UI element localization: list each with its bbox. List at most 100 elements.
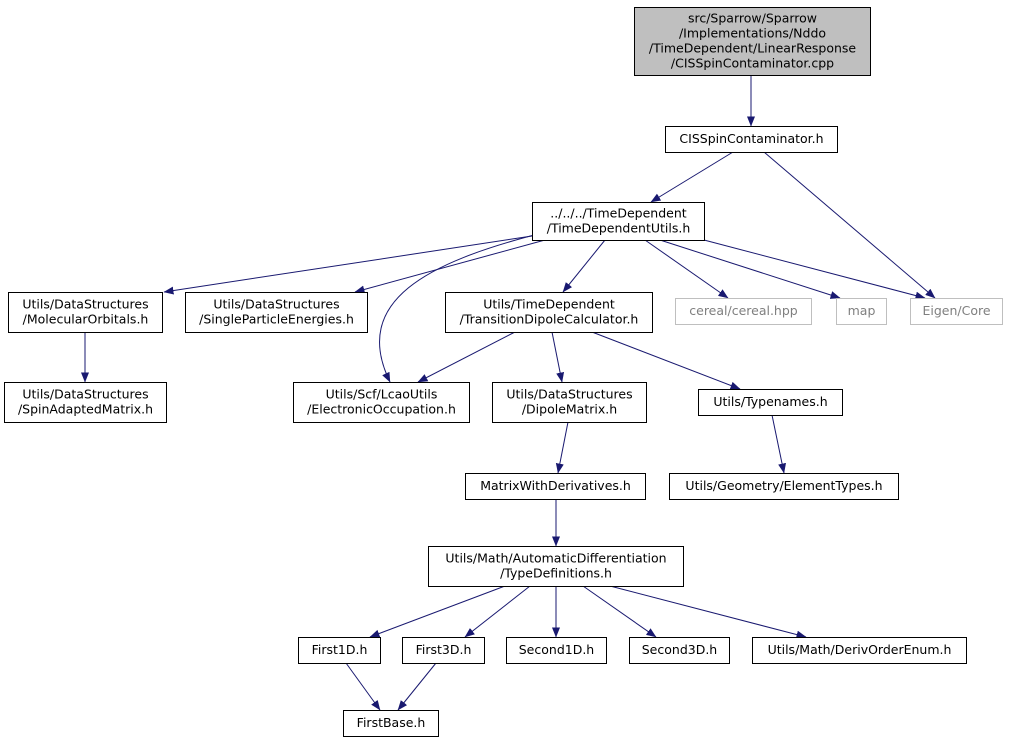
node-singlepart[interactable]: Utils/DataStructures/SingleParticleEnerg… (185, 292, 368, 333)
node-box (752, 637, 967, 664)
node-label-line: CISSpinContaminator.h (679, 131, 823, 146)
edge-tdcalc-to-dipole (551, 331, 565, 383)
node-box (185, 292, 368, 333)
node-label-line: Utils/Math/DerivOrderEnum.h (768, 642, 952, 657)
node-label-line: Utils/Scf/LcaoUtils (326, 387, 438, 402)
node-label-line: First3D.h (416, 642, 472, 657)
edge-first3d-to-firstbase (397, 662, 437, 711)
node-label-line: /MolecularOrbitals.h (23, 312, 149, 327)
node-label-line: Second1D.h (519, 642, 594, 657)
edge-typenames-to-elemtypes (771, 414, 786, 474)
node-box (629, 637, 730, 664)
node-box (4, 382, 167, 423)
node-box (293, 382, 470, 423)
node-label-line: Utils/Typenames.h (713, 394, 827, 409)
node-label-line: ../../../TimeDependent (550, 206, 686, 221)
node-first1d[interactable]: First1D.h (298, 637, 381, 664)
node-map[interactable]: map (836, 298, 887, 325)
node-box (445, 292, 653, 333)
node-elemtypes[interactable]: Utils/Geometry/ElementTypes.h (669, 473, 899, 500)
node-label-line: /CISSpinContaminator.cpp (671, 56, 834, 71)
node-cisspin[interactable]: CISSpinContaminator.h (665, 126, 838, 153)
node-first3d[interactable]: First3D.h (402, 637, 485, 664)
node-spinadapted[interactable]: Utils/DataStructures/SpinAdaptedMatrix.h (4, 382, 167, 423)
node-second1d[interactable]: Second1D.h (506, 637, 607, 664)
node-box (343, 710, 439, 737)
edge-typedefs-to-first3d (464, 585, 531, 638)
node-box (428, 546, 684, 587)
edge-tdutils-to-map (659, 239, 841, 299)
node-label-line: Utils/DataStructures (22, 387, 148, 402)
node-label-line: Eigen/Core (922, 303, 990, 318)
edge-first1d-to-firstbase (345, 662, 381, 711)
node-box (492, 382, 647, 423)
node-root[interactable]: src/Sparrow/Sparrow/Implementations/Nddo… (634, 7, 871, 76)
node-label-line: /TimeDependent/LinearResponse (649, 41, 857, 56)
node-box (634, 7, 871, 76)
edge-typedefs-to-derivorder (609, 585, 807, 639)
node-second3d[interactable]: Second3D.h (629, 637, 730, 664)
edge-cisspin-to-tdutils (650, 151, 734, 203)
node-molorb[interactable]: Utils/DataStructures/MolecularOrbitals.h (8, 292, 163, 333)
edge-cisspin-to-eigen (763, 151, 936, 299)
edge-dipole-to-mwd (555, 421, 569, 474)
node-label-line: MatrixWithDerivatives.h (480, 478, 631, 493)
node-cereal[interactable]: cereal/cereal.hpp (675, 298, 812, 325)
node-derivorder[interactable]: Utils/Math/DerivOrderEnum.h (752, 637, 967, 664)
node-firstbase[interactable]: FirstBase.h (343, 710, 439, 737)
node-label-line: /TimeDependentUtils.h (547, 221, 691, 236)
edge-tdutils-to-eigen (703, 239, 926, 300)
node-label-line: /SingleParticleEnergies.h (199, 312, 354, 327)
edge-typedefs-to-first1d (369, 585, 506, 638)
node-label-line: Utils/Geometry/ElementTypes.h (685, 478, 882, 493)
node-box (298, 637, 381, 664)
edge-tdutils-to-elecocc (379, 233, 539, 383)
node-box (669, 473, 899, 500)
node-label-line: src/Sparrow/Sparrow (688, 11, 817, 26)
node-label-line: Utils/DataStructures (22, 297, 148, 312)
node-box (675, 298, 812, 325)
node-label-line: map (848, 303, 876, 318)
node-box (465, 473, 646, 500)
edge-tdcalc-to-elecocc (417, 331, 516, 383)
edge-typedefs-to-second3d (582, 585, 657, 638)
edge-tdutils-to-singlepart (354, 239, 546, 294)
node-eigen[interactable]: Eigen/Core (910, 298, 1003, 325)
nodes-layer: src/Sparrow/Sparrow/Implementations/Nddo… (4, 7, 1003, 737)
node-tdutils[interactable]: ../../../TimeDependent/TimeDependentUtil… (532, 202, 705, 241)
node-label-line: /TypeDefinitions.h (500, 566, 612, 581)
node-box (698, 389, 843, 416)
node-dipole[interactable]: Utils/DataStructures/DipoleMatrix.h (492, 382, 647, 423)
node-typenames[interactable]: Utils/Typenames.h (698, 389, 843, 416)
node-tdcalc[interactable]: Utils/TimeDependent/TransitionDipoleCalc… (445, 292, 653, 333)
node-box (836, 298, 887, 325)
node-label-line: First1D.h (312, 642, 368, 657)
node-box (8, 292, 163, 333)
node-typedefs[interactable]: Utils/Math/AutomaticDifferentiation/Type… (428, 546, 684, 587)
edge-tdutils-to-molorb (163, 235, 533, 295)
node-mwd[interactable]: MatrixWithDerivatives.h (465, 473, 646, 500)
edge-tdutils-to-tdcalc (562, 239, 606, 293)
node-label-line: Utils/DataStructures (506, 387, 632, 402)
node-box (665, 126, 838, 153)
node-label-line: /TransitionDipoleCalculator.h (460, 312, 639, 327)
node-label-line: /DipoleMatrix.h (522, 402, 617, 417)
node-label-line: Utils/TimeDependent (483, 297, 615, 312)
node-elecocc[interactable]: Utils/Scf/LcaoUtils/ElectronicOccupation… (293, 382, 470, 423)
edge-tdutils-to-cereal (644, 239, 729, 299)
node-label-line: cereal/cereal.hpp (689, 303, 798, 318)
edge-tdcalc-to-typenames (591, 331, 741, 390)
node-box (402, 637, 485, 664)
node-label-line: /SpinAdaptedMatrix.h (18, 402, 153, 417)
node-box (532, 202, 705, 241)
node-box (910, 298, 1003, 325)
node-box (506, 637, 607, 664)
node-label-line: Second3D.h (642, 642, 717, 657)
node-label-line: Utils/Math/AutomaticDifferentiation (445, 551, 666, 566)
node-label-line: FirstBase.h (357, 715, 426, 730)
edges-layer (81, 75, 936, 711)
node-label-line: /Implementations/Nddo (679, 26, 826, 41)
node-label-line: /ElectronicOccupation.h (307, 402, 456, 417)
node-label-line: Utils/DataStructures (213, 297, 339, 312)
